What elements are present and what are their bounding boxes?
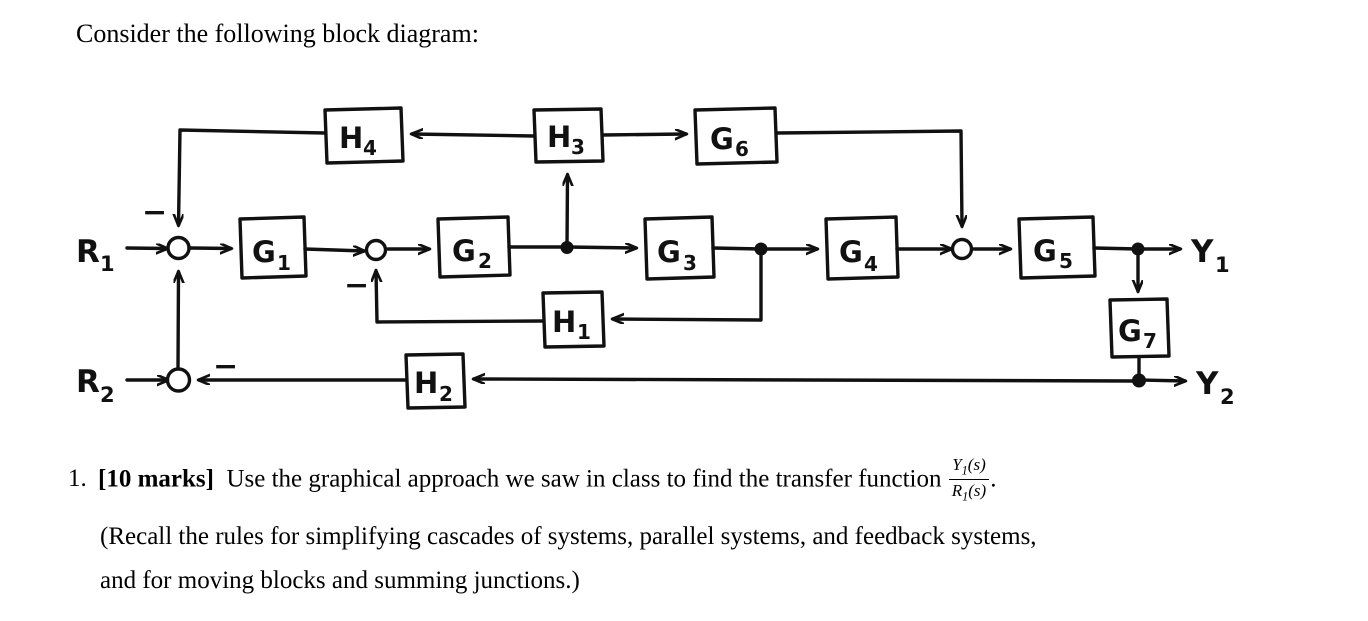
wire-branchB-to-H1: [613, 247, 763, 320]
fraction-denominator: R1(s): [951, 480, 987, 504]
question-lead: Use the graphical approach we saw in cla…: [226, 465, 942, 493]
sign-labels: − − −: [142, 195, 369, 384]
question-line-1: 1. [10 marks] Use the graphical approach …: [68, 455, 1308, 504]
label-G4-base: G: [839, 235, 863, 269]
block-G5: [1017, 215, 1097, 280]
wire-H4-to-sum1: [179, 128, 327, 225]
label-H1-base: H: [552, 305, 576, 339]
wire-G6-to-sum3: [775, 129, 962, 226]
wire-Y2line-to-H2: [474, 379, 1140, 381]
summing-junction-3: [950, 237, 974, 261]
signal-labels: R 1 R 2 Y 1 Y 2: [76, 234, 1235, 409]
summing-junction-2: [364, 238, 388, 262]
wire-Y2-out: [1137, 380, 1185, 381]
wire-G5-to-branchC: [1092, 246, 1140, 251]
label-G1-sub: 1: [277, 251, 291, 275]
block-G6: [693, 106, 779, 166]
branch-point-after-G5: [1131, 242, 1145, 256]
question-body-line-1: (Recall the rules for simplifying cascad…: [100, 523, 1037, 550]
block-diagram: H 4 H 3 G 6 G 1 G 2 G 3 G 4 G 5 G 7 H 1 …: [76, 106, 1235, 410]
label-R1-base: R: [76, 234, 100, 270]
label-Y2-sub: 2: [1220, 385, 1235, 409]
question-number: 1.: [68, 465, 87, 493]
label-H4-sub: 4: [363, 136, 377, 160]
label-H3-base: H: [547, 120, 571, 154]
wire-sum1-to-G1: [189, 248, 231, 249]
label-G4-sub: 4: [864, 252, 878, 276]
question-body-line-2: and for moving blocks and summing juncti…: [100, 567, 580, 594]
wire-branchA-to-H3: [567, 175, 568, 249]
label-G1-base: G: [252, 235, 276, 269]
label-H1-sub: 1: [577, 320, 591, 344]
label-G2-base: G: [452, 234, 476, 268]
wire-H1-to-sum2: [376, 271, 545, 324]
label-G6-sub: 6: [735, 137, 749, 161]
branch-point-after-G3: [754, 242, 768, 256]
wire-H3-to-G6: [601, 134, 686, 135]
block-H2: [404, 352, 467, 410]
block-H1: [541, 290, 606, 349]
label-G7-sub: 7: [1143, 329, 1157, 353]
minus-sign-sum2: −: [344, 268, 369, 303]
minus-sign-sum4: −: [213, 349, 238, 384]
label-G5-sub: 5: [1059, 249, 1073, 273]
label-Y1-sub: 1: [1215, 253, 1230, 277]
summing-junction-4: [165, 367, 192, 393]
question-body: (Recall the rules for simplifying cascad…: [100, 515, 1300, 603]
page-title: Consider the following block diagram:: [76, 19, 479, 48]
branch-point-after-G2: [560, 241, 574, 254]
wire-G1-to-sum2: [303, 249, 364, 251]
block-H3: [532, 107, 605, 164]
branch-point-Y2: [1132, 373, 1146, 388]
label-G2-sub: 2: [478, 249, 492, 273]
label-H2-base: H: [414, 366, 438, 400]
label-Y2-base: Y: [1195, 366, 1219, 402]
question-block: 1. [10 marks] Use the graphical approach …: [68, 455, 1308, 594]
minus-sign-sum1: −: [142, 195, 167, 230]
label-R1-sub: 1: [100, 252, 115, 276]
label-G3-base: G: [657, 235, 681, 269]
label-H2-sub: 2: [439, 382, 453, 406]
block-H4: [323, 106, 405, 165]
label-R2-base: R: [76, 364, 100, 400]
label-G7-base: G: [1118, 314, 1142, 348]
block-G2: [436, 215, 512, 279]
label-R2-sub: 2: [100, 383, 115, 407]
transfer-function-fraction: Y1(s) R1(s): [948, 455, 990, 504]
label-G6-base: G: [710, 122, 734, 156]
block-G1: [238, 215, 308, 280]
block-G3: [643, 215, 716, 281]
fraction-numerator: Y1(s): [948, 455, 990, 480]
wire-G3-to-branchB: [711, 246, 763, 251]
wire-branchA-to-G3: [565, 247, 636, 248]
label-G3-sub: 3: [683, 251, 697, 275]
label-G5-base: G: [1033, 234, 1057, 268]
wire-sum4-to-sum1: [178, 272, 179, 370]
label-H4-base: H: [339, 121, 363, 155]
wire-H3-to-H4: [412, 134, 535, 136]
summing-junction-1: [166, 235, 191, 261]
label-Y1-base: Y: [1190, 234, 1214, 270]
question-marks: [10 marks]: [98, 465, 214, 493]
question-period: .: [990, 465, 997, 493]
wire-R1-to-sum1: [125, 248, 167, 249]
block-G7: [1108, 297, 1171, 359]
block-G4: [824, 215, 900, 281]
label-H3-sub: 3: [571, 135, 585, 159]
block-labels: H 4 H 3 G 6 G 1 G 2 G 3 G 4 G 5 G 7 H 1 …: [252, 120, 1157, 406]
